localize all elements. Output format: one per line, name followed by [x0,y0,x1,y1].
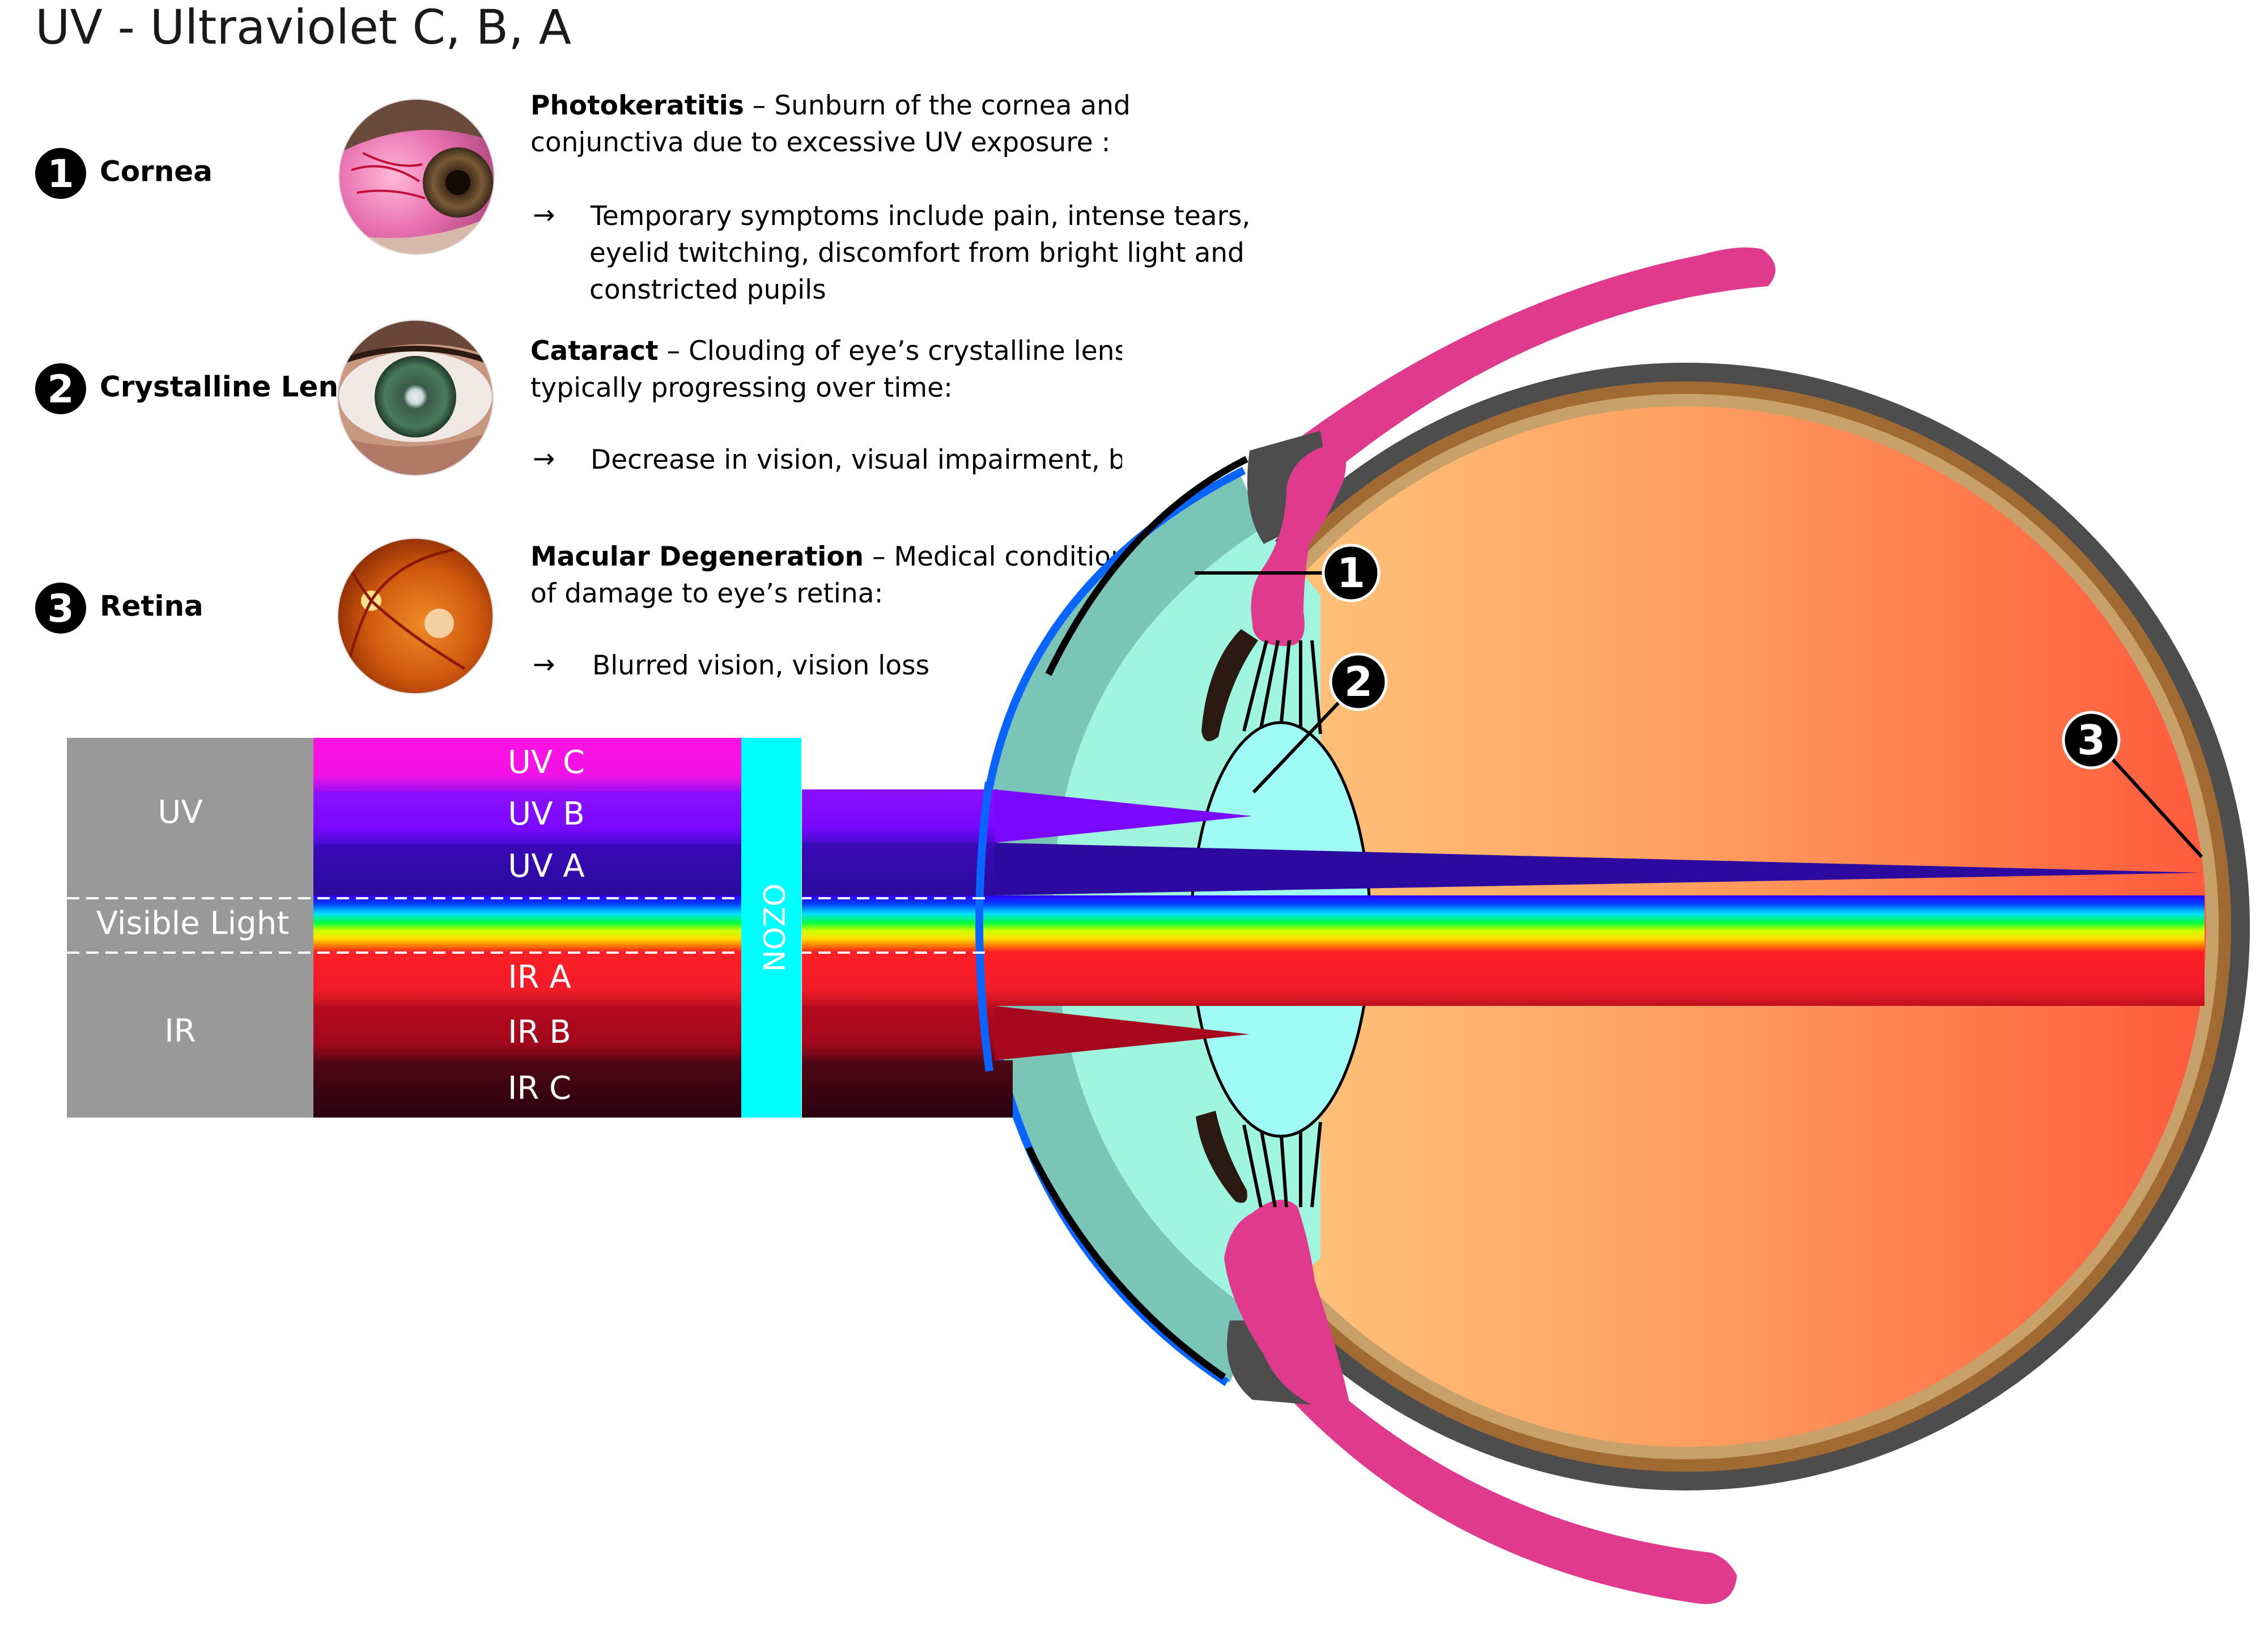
callout-lens: 2 [1252,652,1388,794]
muscle-bottom [1247,1349,1737,1604]
photo-retina-fundus [338,538,493,694]
group-label-ir: IR [164,1013,196,1050]
callout-badge [2062,711,2121,770]
callout-retina: 3 [2062,711,2203,859]
ozone-filter [741,738,801,1118]
callout-badge-label: 2 [1344,658,1373,706]
eyelid-edge-bottom [1025,1146,1226,1380]
callout-cornea: 1 [1195,543,1381,602]
ciliary-body-top [1201,629,1258,741]
iris-top [1251,447,1346,646]
callout-badge [1329,652,1388,711]
condition-heading-description: Photokeratitis – Sunburn of the cornea a… [530,90,1131,121]
condition-retina: 3 Retina Macular Degeneration – Medical … [35,538,1128,694]
aqueous-outer [979,470,1264,1383]
beam-ir-c-outside [802,1060,1013,1118]
condition-crystalline-lens: 2 Crystalline Lens Cataract – Clouding o… [35,320,1235,476]
cornea-over-beam [975,781,993,1072]
callout-badge [1322,543,1381,602]
description-line: of damage to eye’s retina: [530,578,883,609]
band-uv-b [313,791,742,844]
description-line: – Sunburn of the cornea and [744,90,1131,121]
condition-heading-description: Macular Degeneration – Medical condition [530,541,1128,572]
description-line: typically progressing over time: [530,372,953,403]
callout-badge-label: 3 [2077,716,2105,764]
number-badge-label: 3 [47,587,74,631]
photo-cataract-frame [337,320,494,476]
description-line: conjunctiva due to excessive UV exposure… [530,127,1110,158]
symptom-line: Temporary symptoms include pain, intense… [590,201,1250,232]
group-label-visible: Visible Light [96,905,289,942]
arrow-icon: → [533,443,555,474]
callout-badge-label: 1 [1337,549,1365,597]
number-badge [35,583,86,634]
beam-visible-light [802,895,2205,952]
condition-label: Cornea [100,155,213,188]
symptom-line: constricted pupils [589,274,826,305]
page-title: UV - Ultraviolet C, B, A [35,0,571,55]
band-ir-a [313,952,742,1006]
band-label: IR B [508,1014,571,1051]
beam-uv-a-into-eye [995,843,2202,895]
spectrum-legend: UV Visible Light IR UV C UV B UV A IR A … [67,738,989,1118]
band-visible [313,895,742,952]
symptom-line: eyelid twitching, discomfort from bright… [589,237,1245,269]
condition-heading-description: Cataract – Clouding of eye’s crystalline… [530,335,1137,367]
ciliary-body-bottom [1196,1111,1247,1203]
band-ir-b [313,1006,742,1060]
condition-heading: Macular Degeneration [530,541,864,572]
beam-uv-a-outside [802,843,997,895]
condition-heading: Cataract [530,335,659,367]
number-badge-label: 2 [47,367,74,412]
arrow-icon: → [533,199,555,231]
condition-heading: Photokeratitis [530,90,744,121]
condition-cornea: 1 Cornea Photokeratitis – Sunburn of the… [35,90,1250,305]
number-badge-label: 1 [47,152,74,197]
number-badge [35,363,86,414]
iris-bottom [1224,1200,1349,1413]
muscle-top [1264,247,1776,487]
group-column [67,738,313,1118]
arrow-icon: → [533,649,555,680]
photo-cataract-eye [338,320,493,475]
band-uv-c [313,738,742,791]
description-line: – Medical condition [864,541,1128,572]
band-uv-a [313,844,742,895]
beam-ir-b-into-eye [995,1006,1250,1060]
band-label: UV B [508,796,585,833]
band-label: IR C [508,1070,571,1107]
band-label: UV C [508,744,585,781]
eyelid-edge-top [1045,456,1248,676]
band-label: IR A [508,959,571,996]
beam-ir-b-outside [802,1006,997,1060]
group-label-uv: UV [158,794,202,831]
symptom-line: Blurred vision, vision loss [592,650,929,681]
number-badge [35,148,86,199]
ozone-label: OZON [756,884,790,972]
description-line: – Clouding of eye’s crystalline lens, [659,335,1137,367]
condition-label: Retina [100,590,203,623]
condition-label: Crystalline Lens [100,371,355,403]
beam-ir-a [802,952,2205,1006]
band-ir-c [313,1060,742,1118]
beam-uv-b-into-eye [995,789,1252,843]
zonule-fibers [1242,640,1322,1208]
beam-uv-b-outside [802,789,997,843]
photo-red-eye [339,99,494,254]
radiation-beams [802,789,2205,1118]
band-label: UV A [508,848,584,885]
photo-retina-frame [337,538,494,694]
photo-red-eye-frame [338,99,495,255]
